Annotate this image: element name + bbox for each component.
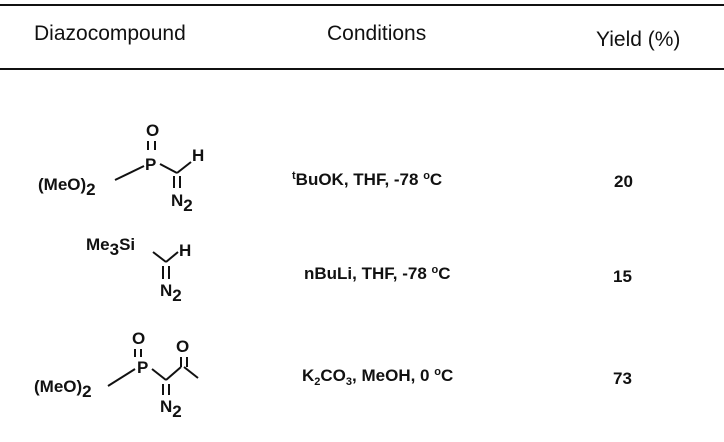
n2-label: N2 [160, 281, 182, 305]
conditions-row-1: tBuOK, THF, -78 oC [292, 170, 443, 189]
table-header-rule [0, 68, 724, 70]
conditions-row-3: K2CO3, MeOH, 0 oC [302, 366, 454, 388]
c-c-bond [165, 366, 182, 381]
me3si-label: Me3Si [86, 235, 135, 259]
header-yield: Yield (%) [596, 28, 681, 51]
c-methyl-bond [183, 366, 199, 379]
header-conditions: Conditions [327, 22, 427, 45]
oxygen-p-label: O [132, 329, 145, 348]
phosphorus-label: P [145, 155, 156, 174]
yield-row-3: 73 [613, 369, 632, 388]
table-top-rule [0, 4, 724, 6]
oxygen-label: O [146, 121, 159, 140]
hydrogen-label: H [192, 146, 204, 165]
si-c-bond [152, 251, 167, 263]
oxygen-ketone-label: O [176, 337, 189, 356]
p-c-bond [159, 163, 178, 174]
c-h-bond [165, 251, 179, 263]
conditions-row-2: nBuLi, THF, -78 oC [304, 264, 451, 283]
c-h-bond [176, 161, 192, 174]
p-c-bond [151, 368, 167, 381]
yield-row-2: 15 [613, 267, 632, 286]
meo-label: (MeO)2 [34, 377, 92, 401]
n2-label: N2 [171, 191, 193, 215]
hydrogen-label: H [179, 241, 191, 260]
header-diazocompound: Diazocompound [34, 22, 186, 45]
meo-p-bond [114, 165, 145, 181]
meo-p-bond [107, 368, 136, 387]
n2-label: N2 [160, 397, 182, 421]
yield-row-1: 20 [614, 172, 633, 191]
meo-label: (MeO)2 [38, 175, 96, 199]
phosphorus-label: P [137, 358, 148, 377]
